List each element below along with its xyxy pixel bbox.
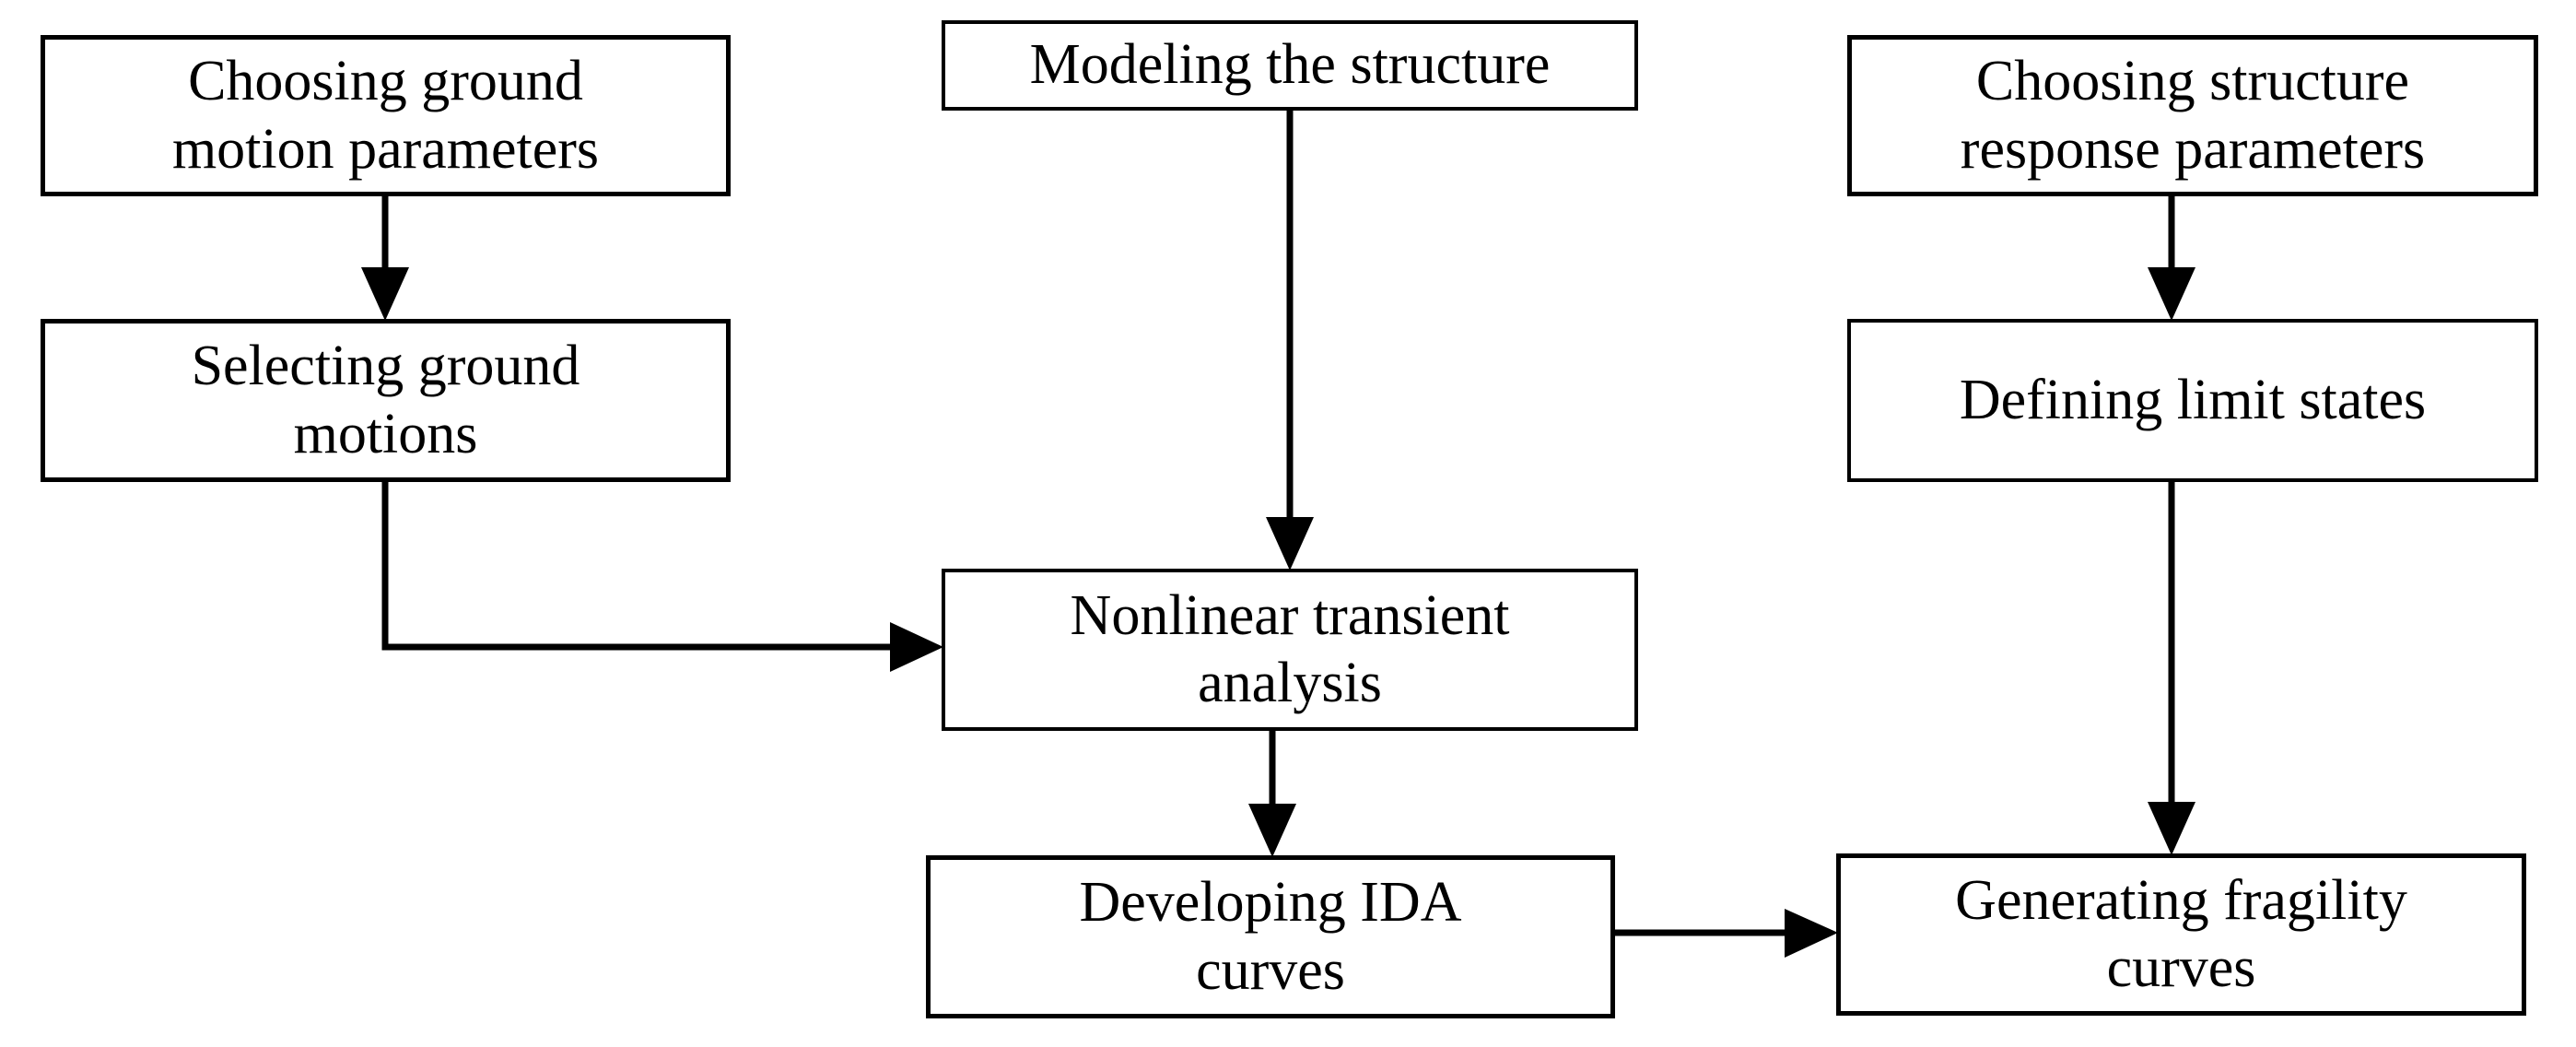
node-defining-limit-states[interactable]: Defining limit states <box>1847 319 2538 482</box>
edge-response-params-to-limit-states <box>2148 196 2195 321</box>
edge-ground-motion-params-to-selecting <box>361 196 409 321</box>
edge-nonlinear-to-ida <box>1248 731 1296 857</box>
node-nonlinear-transient-analysis[interactable]: Nonlinear transient analysis <box>942 569 1638 731</box>
node-selecting-ground-motions[interactable]: Selecting ground motions <box>41 319 731 482</box>
node-generating-fragility-curves[interactable]: Generating fragility curves <box>1836 853 2526 1016</box>
node-developing-ida-curves[interactable]: Developing IDA curves <box>926 855 1615 1018</box>
node-modeling-the-structure[interactable]: Modeling the structure <box>942 20 1638 111</box>
node-choosing-structure-response-parameters[interactable]: Choosing structure response parameters <box>1847 35 2538 196</box>
edge-modeling-to-nonlinear <box>1266 111 1314 571</box>
edge-selecting-to-nonlinear <box>381 482 943 672</box>
edge-limit-states-to-fragility <box>2148 482 2195 855</box>
node-choosing-ground-motion-parameters[interactable]: Choosing ground motion parameters <box>41 35 731 196</box>
edge-ida-to-fragility <box>1615 909 1838 958</box>
